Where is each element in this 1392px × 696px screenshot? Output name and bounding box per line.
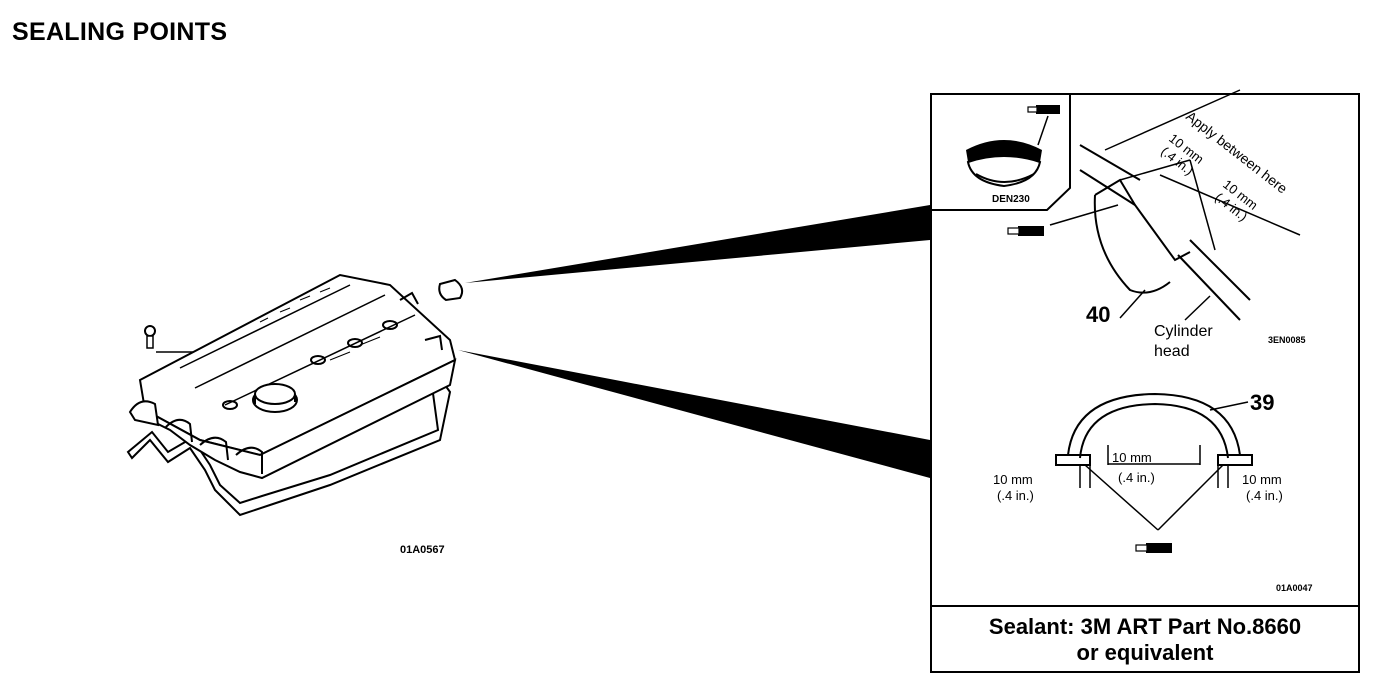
inset-box: DEN230 (930, 93, 1071, 211)
right-mm: 10 mm (1242, 472, 1282, 487)
page-title: SEALING POINTS (12, 18, 228, 46)
center-in: (.4 in.) (1118, 470, 1155, 485)
right-in: (.4 in.) (1246, 488, 1283, 503)
half-moon-seal-icon (966, 140, 1042, 188)
sealant-box: Sealant: 3M ART Part No.8660 or equivale… (930, 605, 1360, 673)
semicircle-seal-detail (1055, 392, 1253, 531)
inset-code: DEN230 (992, 194, 1030, 205)
cylinder-label-2: head (1154, 343, 1190, 360)
left-figure-code: 01A0567 (400, 544, 445, 556)
bottom-detail-code: 01A0047 (1276, 583, 1313, 593)
leader-wedge-bottom (458, 350, 930, 478)
sealant-tube-icon-bottom (1135, 543, 1172, 553)
top-detail-code: 3EN0085 (1268, 335, 1306, 345)
left-in: (.4 in.) (997, 488, 1034, 503)
half-moon-plug-small (438, 278, 464, 302)
center-mm: 10 mm (1112, 450, 1152, 465)
valve-cover (126, 273, 457, 517)
part-number-40: 40 (1086, 302, 1110, 327)
sealant-line-1: Sealant: 3M ART Part No.8660 (988, 614, 1302, 639)
sealant-tube-icon-top (1007, 226, 1044, 236)
half-moon-plug-detail (1049, 89, 1301, 321)
left-mm: 10 mm (993, 472, 1033, 487)
sealant-tube-icon (1027, 105, 1060, 146)
cylinder-label-1: Cylinder (1154, 323, 1213, 340)
leader-wedge-top (465, 205, 930, 283)
sealant-line-2: or equivalent (1076, 640, 1214, 665)
part-number-39: 39 (1250, 390, 1274, 415)
